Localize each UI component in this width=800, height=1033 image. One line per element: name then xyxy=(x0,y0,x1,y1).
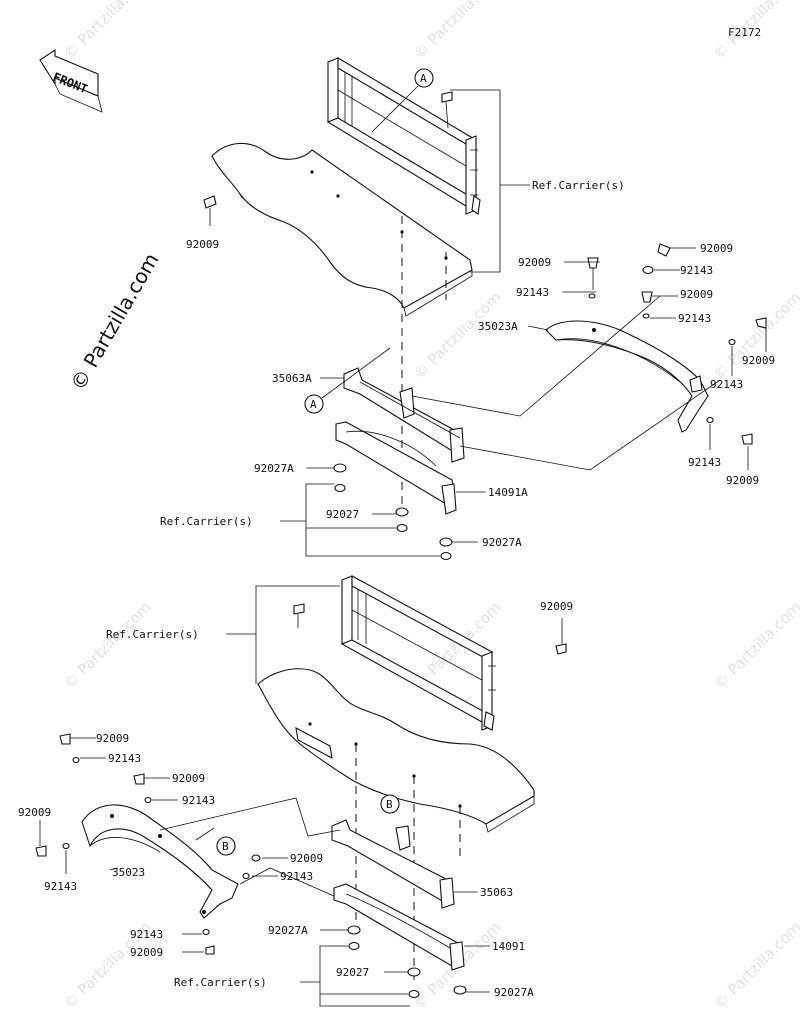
part-label-14091: 14091 xyxy=(492,940,525,953)
leader xyxy=(159,797,341,837)
upper-rack-frame xyxy=(326,57,481,215)
part-label-92143: 92143 xyxy=(44,880,77,893)
callout-a-lower: A xyxy=(304,347,391,414)
nut-icon xyxy=(333,463,453,561)
fender-35023A xyxy=(545,320,709,433)
callout-b-left: B xyxy=(195,827,236,856)
part-label-35063A: 35063A xyxy=(272,372,312,385)
part-label-92027: 92027 xyxy=(336,966,369,979)
part-label-92143: 92143 xyxy=(688,456,721,469)
ref-label-bottom: Ref.Carrier(s) xyxy=(174,976,267,989)
bolt-icon xyxy=(203,195,217,226)
part-label-92027A: 92027A xyxy=(494,986,534,999)
part-label-92143: 92143 xyxy=(108,752,141,765)
part-label-14091A: 14091A xyxy=(488,486,528,499)
callout-b-label: B xyxy=(386,798,393,811)
part-label-92143: 92143 xyxy=(678,312,711,325)
ref-bracket xyxy=(305,483,440,557)
ref-label-upper: Ref.Carrier(s) xyxy=(532,179,625,192)
crossbar-14091A xyxy=(335,421,457,515)
ref-bracket-upper xyxy=(450,89,501,273)
leader xyxy=(527,325,549,331)
part-label-92143: 92143 xyxy=(130,928,163,941)
nut-icon xyxy=(347,925,467,999)
watermark-text: © Partzilla.com xyxy=(60,598,155,693)
part-label-35023: 35023 xyxy=(112,866,145,879)
lower-rack-frame xyxy=(340,575,496,731)
front-arrow-icon: FRONT xyxy=(39,48,103,113)
callout-a: A xyxy=(371,68,434,133)
callout-b: B xyxy=(380,794,400,814)
part-label-92143: 92143 xyxy=(710,378,743,391)
part-label-92009: 92009 xyxy=(518,256,551,269)
watermark-text: © Partzilla.com xyxy=(60,0,155,63)
fender-35023 xyxy=(81,804,239,919)
bolt-icon xyxy=(555,643,567,655)
part-label-92009: 92009 xyxy=(172,772,205,785)
part-label-35023A: 35023A xyxy=(478,320,518,333)
watermark-text: © Partzilla.com xyxy=(410,0,505,63)
leader xyxy=(109,867,119,871)
leader xyxy=(411,295,661,417)
bolt-icon xyxy=(293,603,305,628)
figure-code: F2172 xyxy=(728,26,761,39)
bolt-icon xyxy=(441,91,453,129)
ref-bracket xyxy=(319,945,410,1007)
part-label-92009: 92009 xyxy=(130,946,163,959)
part-label-92009: 92009 xyxy=(96,732,129,745)
callout-a-label: A xyxy=(420,72,427,85)
part-label-92143: 92143 xyxy=(516,286,549,299)
side-rail-35063A xyxy=(343,367,465,463)
part-label-92009: 92009 xyxy=(290,852,323,865)
part-label-92027A: 92027A xyxy=(482,536,522,549)
watermark-layer: © Partzilla.com © Partzilla.com © Partzi… xyxy=(60,0,800,1013)
part-label-92027A: 92027A xyxy=(268,924,308,937)
upper-floor-panel xyxy=(211,142,473,317)
leader xyxy=(239,867,335,897)
watermark-text: © Partzilla.com xyxy=(710,598,800,693)
callout-a-label: A xyxy=(310,398,317,411)
side-rail-35063 xyxy=(331,819,455,909)
ref-label-mid: Ref.Carrier(s) xyxy=(160,515,253,528)
ref-label-lower: Ref.Carrier(s) xyxy=(106,628,199,641)
part-label-92027A: 92027A xyxy=(254,462,294,475)
watermark-text: © Partzilla.com xyxy=(410,288,505,383)
part-label-92143: 92143 xyxy=(680,264,713,277)
part-label-92009: 92009 xyxy=(680,288,713,301)
part-label-35063: 35063 xyxy=(480,886,513,899)
leader xyxy=(459,379,721,471)
fastener-group-right-upper xyxy=(587,243,767,445)
part-label-92009: 92009 xyxy=(540,600,573,613)
crossbar-14091 xyxy=(333,883,465,971)
part-label-92143: 92143 xyxy=(182,794,215,807)
partzilla-watermark-main: © Partzilla.com xyxy=(66,249,164,395)
watermark-text: © Partzilla.com xyxy=(710,288,800,383)
part-label-92009: 92009 xyxy=(186,238,219,251)
fastener-group-left xyxy=(35,733,261,955)
part-label-92009: 92009 xyxy=(18,806,51,819)
part-label-92009: 92009 xyxy=(726,474,759,487)
part-label-92143: 92143 xyxy=(280,870,313,883)
lower-floor-panel xyxy=(257,668,535,833)
watermark-text: © Partzilla.com xyxy=(710,918,800,1013)
part-label-92009: 92009 xyxy=(700,242,733,255)
part-label-92009: 92009 xyxy=(742,354,775,367)
callout-b-label: B xyxy=(222,840,229,853)
part-label-92027: 92027 xyxy=(326,508,359,521)
ref-bracket-lower xyxy=(255,585,340,684)
